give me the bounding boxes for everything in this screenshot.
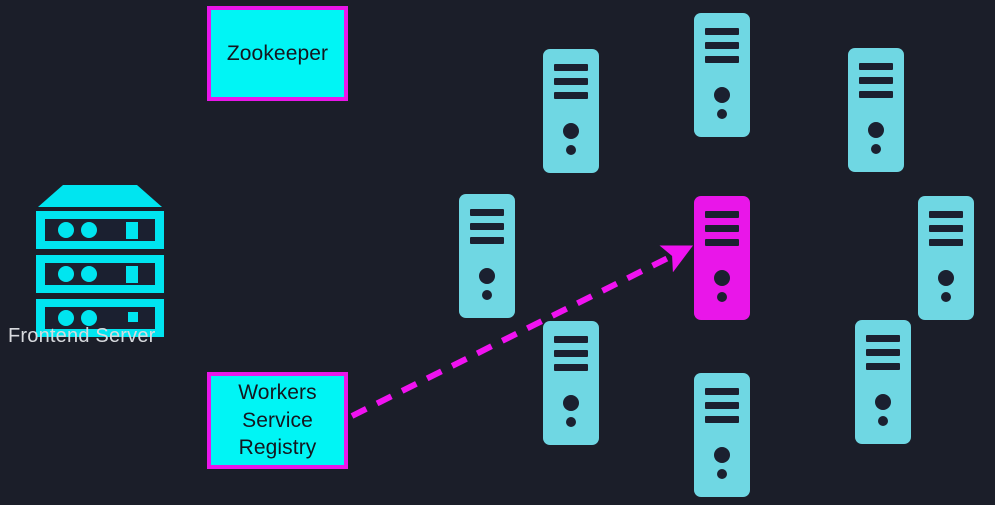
worker-tower-5[interactable] xyxy=(694,196,750,320)
worker-tower-8[interactable] xyxy=(855,320,911,444)
registry-label-line-1: Workers xyxy=(238,380,317,404)
registry-to-worker-arrow xyxy=(350,245,694,419)
worker-tower-4[interactable] xyxy=(459,194,515,318)
registry-label-line-2: Service xyxy=(242,408,313,432)
worker-tower-2[interactable] xyxy=(694,13,750,137)
rack-server-icon[interactable] xyxy=(10,185,190,350)
frontend-server-label: Frontend Server xyxy=(8,325,156,347)
zookeeper-label: Zookeeper xyxy=(226,41,329,65)
worker-tower-9[interactable] xyxy=(694,373,750,497)
worker-tower-1[interactable] xyxy=(543,49,599,173)
zookeeper-box[interactable]: Zookeeper xyxy=(207,6,348,101)
registry-label-line-3: Registry xyxy=(238,436,317,460)
workers-service-registry-box[interactable]: Workers Service Registry xyxy=(207,372,348,469)
worker-tower-3[interactable] xyxy=(848,48,904,172)
worker-tower-7[interactable] xyxy=(543,321,599,445)
registry-label-group: Workers Service Registry xyxy=(234,379,321,463)
worker-tower-6[interactable] xyxy=(918,196,974,320)
